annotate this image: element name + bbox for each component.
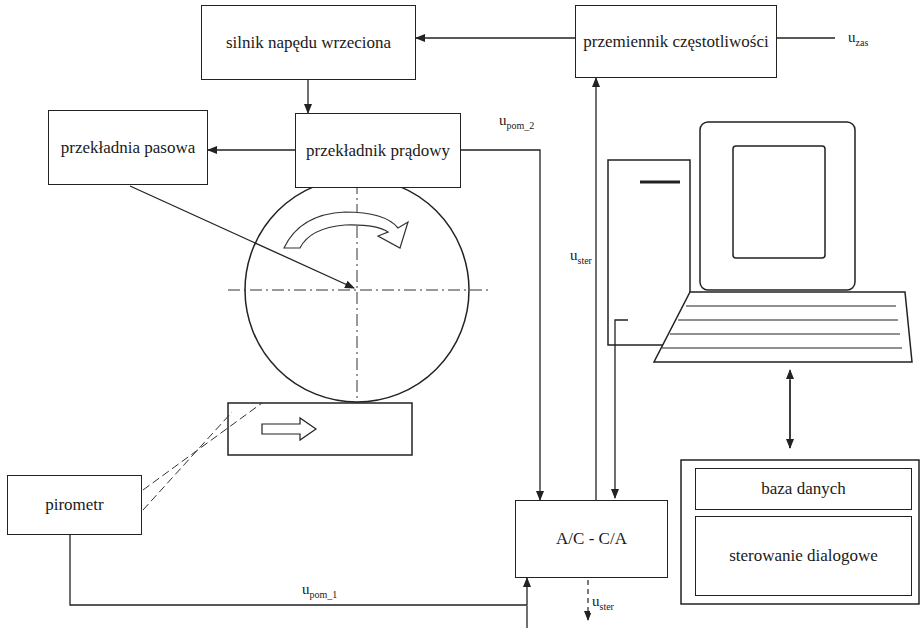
box-text: sterowanie dialogowe: [725, 545, 882, 566]
signal-connector: [595, 78, 596, 500]
process-box: sterowanie dialogowe: [695, 516, 912, 596]
box-text: silnik napędu wrzeciona: [222, 32, 395, 53]
signal-connector: [461, 150, 540, 500]
signal-connector: [208, 149, 295, 150]
signal-connector: [307, 80, 308, 113]
signal-connector: [70, 535, 527, 605]
converter-box: A/C - C/A: [515, 500, 668, 578]
pc-database-link: [789, 370, 790, 448]
supply-arrow: [767, 37, 835, 38]
box-text: pirometr: [41, 494, 108, 515]
process-box: baza danych: [695, 468, 912, 510]
box-text: przemiennik częstotliwości: [579, 31, 773, 52]
process-box: przemiennik częstotliwości: [575, 5, 777, 78]
process-box: przekładnik prądowy: [295, 113, 461, 188]
signal-name: upom_2: [497, 111, 536, 132]
signal-name: uster: [568, 246, 594, 267]
keyboard: [654, 292, 912, 362]
box-text: A/C - C/A: [552, 528, 631, 549]
subscript: zas: [856, 37, 869, 48]
sight-line: [143, 412, 232, 510]
workpiece: [228, 403, 412, 455]
signal-name: uzas: [846, 28, 870, 49]
box-text: przekładnik prądowy: [302, 140, 454, 161]
input-wire: [526, 606, 527, 628]
pc-wire: [615, 320, 628, 498]
keyboard-keys: [662, 306, 902, 348]
process-box: pirometr: [7, 475, 142, 535]
software-group: [681, 460, 919, 604]
pc-drive-slot: [640, 181, 680, 184]
process-box: silnik napędu wrzeciona: [201, 5, 416, 80]
box-text: baza danych: [757, 478, 849, 499]
subscript: pom_1: [310, 589, 338, 600]
subscript: pom_2: [507, 120, 535, 131]
feed-arrow: [262, 418, 316, 440]
signal-name: uster: [590, 592, 616, 613]
monitor: [700, 122, 855, 290]
sight-line: [143, 403, 262, 490]
signal-connector: [416, 37, 575, 38]
rotation-arrow: [284, 212, 408, 248]
control-output: [587, 580, 588, 620]
leader-line: [130, 186, 354, 288]
subscript: ster: [600, 601, 614, 612]
signal-name: upom_1: [300, 580, 339, 601]
subscript: ster: [578, 255, 592, 266]
axis-line: [228, 290, 490, 291]
monitor-screen: [733, 146, 825, 258]
process-box: przekładnia pasowa: [48, 110, 208, 185]
box-text: przekładnia pasowa: [57, 137, 200, 158]
